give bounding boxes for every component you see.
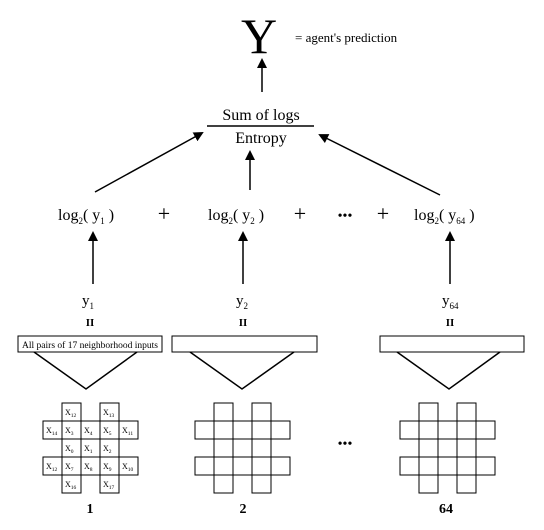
arrow-log1-to-sum	[94, 132, 204, 193]
grid-cell	[270, 420, 291, 440]
grid-cell-label: X2	[103, 444, 112, 455]
grid-cell-label: X0	[65, 444, 74, 455]
funnel-64	[396, 351, 501, 390]
grid-cell	[418, 438, 439, 458]
grid-cell-label: X16	[65, 480, 77, 491]
output-caption: = agent's prediction	[295, 30, 398, 45]
log-term-64: log2( y64 )	[414, 207, 475, 226]
svg-text:log2( y1 ): log2( y1 )	[58, 207, 114, 226]
caption-1: 1	[87, 502, 94, 517]
grid-cell	[194, 420, 215, 440]
grid-cell-label: X14	[46, 426, 58, 437]
grid-cell-label: X7	[65, 462, 74, 473]
grid-cell	[251, 420, 272, 440]
grid-cell	[99, 474, 120, 494]
grid-cell-label: X17	[103, 480, 115, 491]
grid-cell	[118, 420, 139, 440]
grid-cell	[456, 438, 477, 458]
grid-cell-label: X12	[65, 408, 77, 419]
neighborhood-grid-2	[194, 402, 291, 494]
pairs-box-label: All pairs of 17 neighborhood inputs	[22, 340, 158, 351]
ellipsis-middle: •••	[338, 209, 353, 224]
grid-cell	[232, 438, 253, 458]
pairs-box-1	[17, 335, 163, 353]
grid-cell	[475, 420, 496, 440]
grid-cell-label: X12	[46, 462, 58, 473]
equals-mark-1: II	[86, 317, 95, 329]
grid-cell	[232, 420, 253, 440]
grid-cell-label: X3	[65, 426, 74, 437]
grid-cell	[418, 420, 439, 440]
grid-cell	[475, 456, 496, 476]
grid-cell-label: X8	[84, 462, 93, 473]
grid-cell	[456, 474, 477, 494]
grid-cell	[437, 456, 458, 476]
grid-cell-label: X13	[103, 408, 115, 419]
grid-cell	[456, 402, 477, 422]
grid-cell	[213, 402, 234, 422]
caption-64: 64	[439, 502, 453, 517]
equals-mark-2: II	[239, 317, 248, 329]
ellipsis-bottom: •••	[338, 437, 353, 452]
grid-cell	[251, 456, 272, 476]
neighborhood-grid-64	[399, 402, 496, 494]
log-term-2: log2( y2 )	[208, 207, 264, 226]
grid-cell	[418, 456, 439, 476]
y1-label: y1	[82, 293, 94, 311]
grid-cell-label: X11	[122, 426, 133, 437]
arrow-log64-to-sum	[318, 134, 441, 196]
grid-cell	[213, 456, 234, 476]
grid-cell	[437, 420, 458, 440]
grid-cell	[118, 456, 139, 476]
plus-operator-3: +	[377, 201, 389, 226]
entropy-label: Entropy	[235, 130, 287, 147]
grid-cell	[399, 420, 420, 440]
grid-cell	[418, 402, 439, 422]
caption-2: 2	[240, 502, 247, 517]
grid-cell	[418, 474, 439, 494]
grid-cell	[251, 438, 272, 458]
grid-cell	[61, 474, 82, 494]
grid-cell	[456, 456, 477, 476]
equals-mark-64: II	[446, 317, 455, 329]
y64-label: y64	[442, 293, 459, 311]
grid-cell	[399, 456, 420, 476]
grid-cell-label: X1	[84, 444, 93, 455]
funnel-2	[189, 351, 295, 390]
grid-cell	[251, 402, 272, 422]
grid-cell-label: X5	[103, 426, 112, 437]
grid-cell	[213, 438, 234, 458]
grid-cell	[437, 438, 458, 458]
grid-cell	[232, 456, 253, 476]
svg-text:log2( y2 ): log2( y2 )	[208, 207, 264, 226]
grid-cell	[213, 474, 234, 494]
pairs-box-64	[379, 335, 525, 353]
grid-cell	[213, 420, 234, 440]
funnel-1	[33, 351, 138, 390]
grid-cell	[270, 456, 291, 476]
grid-cell	[194, 456, 215, 476]
log-term-1: log2( y1 )	[58, 207, 114, 226]
grid-cell-label: X9	[103, 462, 112, 473]
grid-cell	[456, 420, 477, 440]
grid-cell	[251, 474, 272, 494]
y2-label: y2	[236, 293, 248, 311]
output-symbol: Y	[241, 8, 277, 64]
svg-text:log2( y64 ): log2( y64 )	[414, 207, 475, 226]
plus-operator-1: +	[158, 201, 170, 226]
pairs-box-2	[171, 335, 318, 353]
grid-cell-label: X10	[122, 462, 134, 473]
plus-operator-2: +	[294, 201, 306, 226]
sum-of-logs-label: Sum of logs	[222, 107, 299, 124]
grid-cell-label: X4	[84, 426, 93, 437]
